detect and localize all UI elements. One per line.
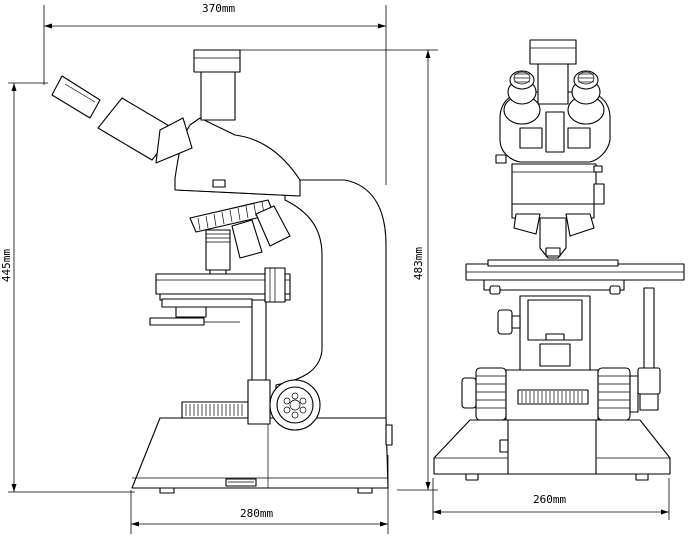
side-arm — [275, 179, 387, 419]
front-body — [511, 163, 597, 205]
front-trinocular-port — [529, 39, 577, 65]
dim-label-front-width: 260mm — [531, 493, 569, 506]
dim-label-side-height: 445mm — [0, 246, 14, 285]
front-eyepiece-left — [503, 70, 541, 125]
side-objective-1 — [205, 229, 231, 271]
dim-label-side-width: 370mm — [200, 2, 238, 15]
front-eyepiece-right — [567, 70, 605, 125]
side-view-microscope — [51, 49, 393, 494]
dim-label-base-length: 280mm — [238, 507, 276, 520]
side-trinocular-port — [200, 69, 236, 121]
side-eyepiece — [51, 75, 101, 119]
side-objective-2 — [231, 219, 263, 259]
dim-label-front-height: 483mm — [412, 244, 426, 283]
side-base — [131, 417, 389, 489]
dimension-lines — [8, 5, 670, 534]
side-head — [174, 117, 301, 197]
front-view-microscope — [433, 39, 685, 481]
side-objective-3 — [255, 205, 291, 247]
